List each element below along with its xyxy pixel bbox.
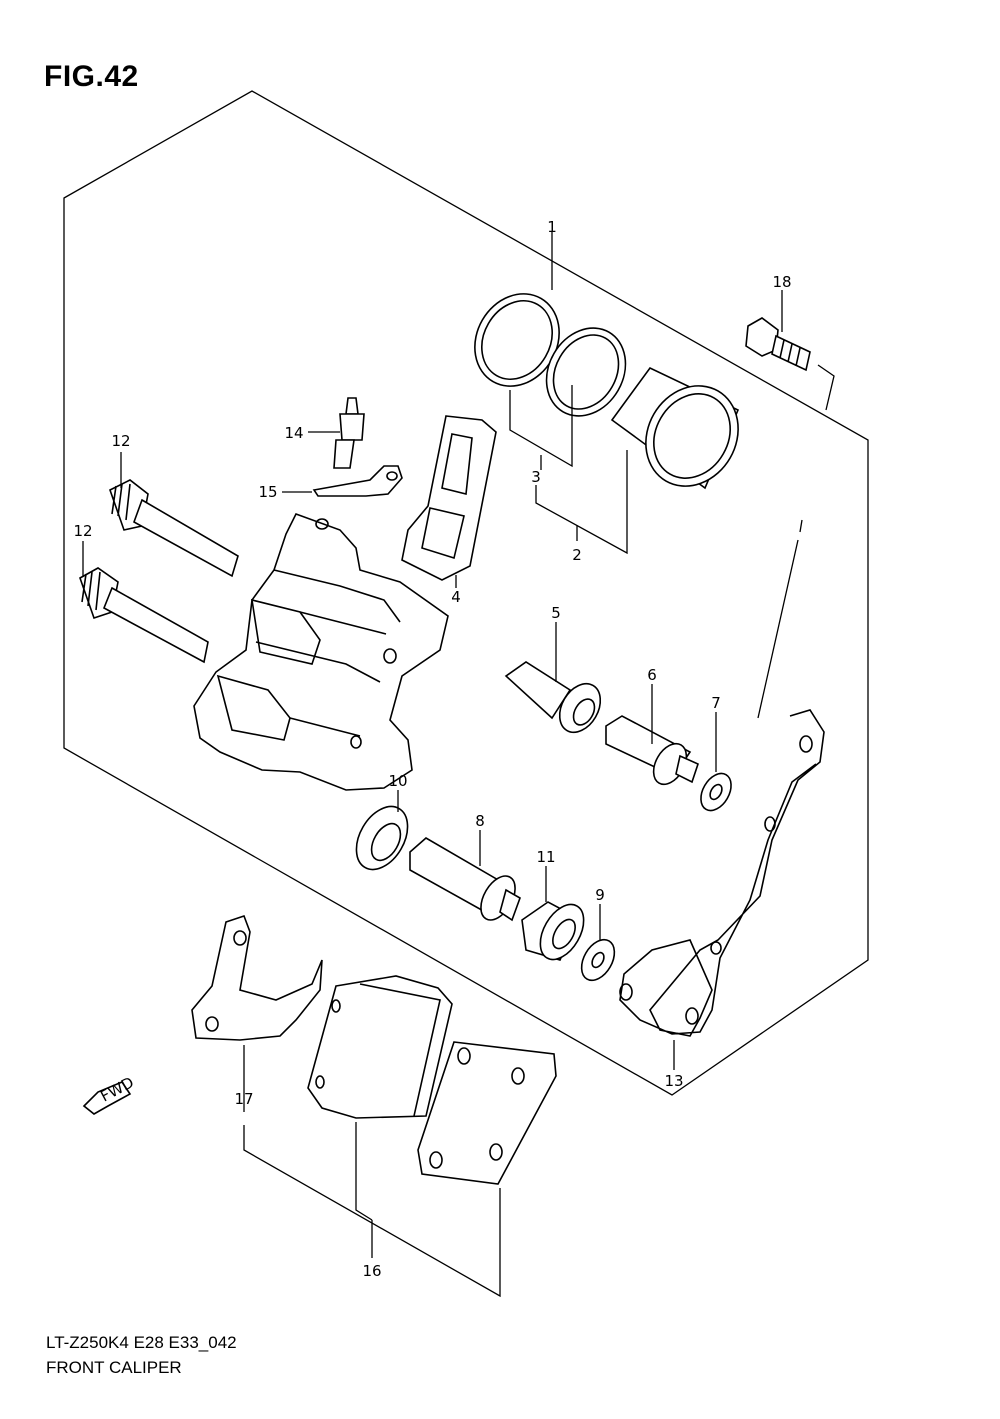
callout-16: 16 (362, 1262, 381, 1280)
callout-3: 3 (531, 468, 541, 486)
leader-part-2 (535, 450, 628, 555)
callout-13: 13 (664, 1072, 683, 1090)
caliper-body[interactable] (193, 513, 449, 791)
brake-pad-inner[interactable] (417, 1041, 557, 1185)
bolt-axis-dash-18 (799, 519, 803, 533)
callout-12-upper: 12 (111, 432, 130, 450)
caliper-bracket-13[interactable] (619, 709, 825, 1037)
bolt-part-18[interactable] (745, 317, 811, 372)
diagram-name: FRONT CALIPER (46, 1358, 182, 1377)
bolt-axis-line-18 (817, 364, 835, 411)
washer-7[interactable] (695, 768, 738, 816)
slide-pin-8[interactable] (409, 837, 522, 926)
dust-seal-ring[interactable] (531, 314, 641, 431)
callout-5: 5 (551, 604, 561, 622)
sleeve-5[interactable] (504, 661, 609, 740)
callout-6: 6 (647, 666, 657, 684)
caliper-pin-upper[interactable] (109, 479, 239, 578)
pad-shim-17[interactable] (191, 914, 323, 1041)
slide-pin-6[interactable] (605, 715, 699, 790)
boot-11[interactable] (521, 897, 593, 967)
assembly-boundary (63, 90, 869, 1096)
callout-10: 10 (388, 772, 407, 790)
bleeder-screw-14[interactable] (333, 397, 365, 469)
caliper-piston[interactable] (610, 366, 756, 503)
callout-2: 2 (572, 546, 582, 564)
callout-9: 9 (595, 886, 605, 904)
callout-18: 18 (772, 273, 791, 291)
pad-spring-4[interactable] (401, 415, 497, 581)
callout-17: 17 (234, 1090, 253, 1108)
callout-15: 15 (258, 483, 277, 501)
diagram-code: LT-Z250K4 E28 E33_042 (46, 1333, 237, 1352)
boot-10[interactable] (346, 798, 418, 879)
callout-7: 7 (711, 694, 721, 712)
callout-4: 4 (451, 588, 461, 606)
leader-part-16-bracket (355, 1122, 373, 1221)
leader-part-3 (509, 385, 573, 468)
brake-pad-outer[interactable] (307, 975, 453, 1119)
washer-9[interactable] (575, 934, 621, 986)
callout-1: 1 (547, 218, 557, 236)
caliper-pin-lower[interactable] (79, 567, 209, 664)
callout-12-lower: 12 (73, 522, 92, 540)
figure-title: FIG.42 (44, 60, 139, 93)
bolt-axis-long-18 (757, 539, 799, 719)
bleeder-cap-15[interactable] (312, 465, 403, 497)
forward-direction-arrow: FWD (82, 1073, 137, 1115)
callout-14: 14 (284, 424, 303, 442)
callout-8: 8 (475, 812, 485, 830)
callout-11: 11 (536, 848, 555, 866)
